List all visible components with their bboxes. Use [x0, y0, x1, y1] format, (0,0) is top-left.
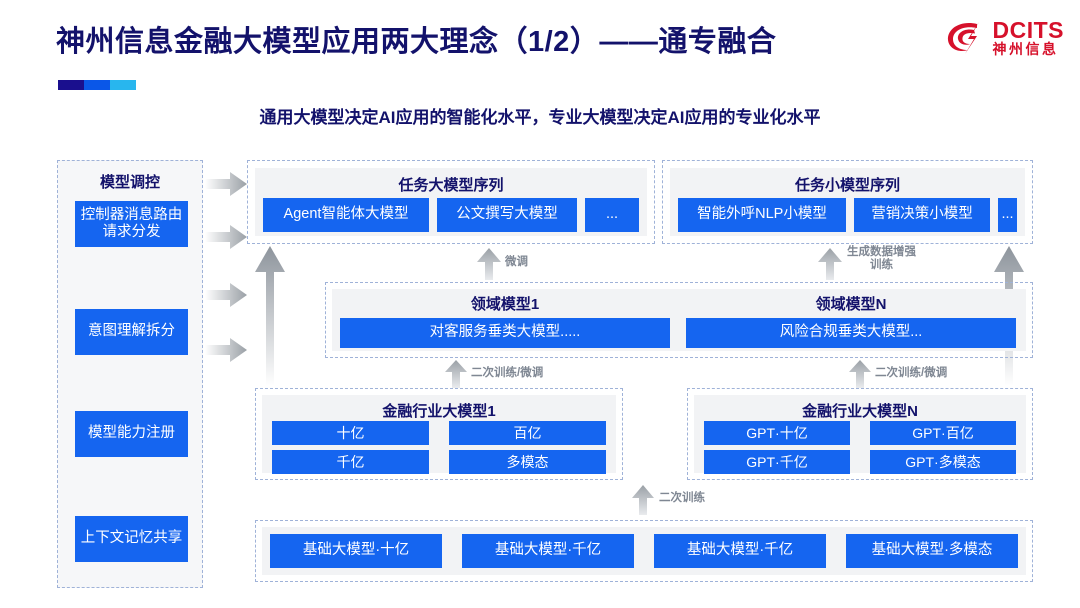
- task-box-agent[interactable]: Agent智能体大模型: [263, 198, 429, 232]
- foundation-box-billion[interactable]: 基础大模型·十亿: [270, 534, 442, 568]
- arrow-right-4: [205, 338, 247, 362]
- task-small-model-row: 智能外呼NLP小模型 营销决策小模型 ...: [678, 198, 1017, 232]
- industry-model-n-grid: GPT·十亿 GPT·百亿 GPT·千亿 GPT·多模态: [704, 421, 1016, 474]
- foundation-model-group: 基础大模型·十亿 基础大模型·千亿 基础大模型·千亿 基础大模型·多模态: [255, 520, 1033, 582]
- model-stack-flow: 任务大模型序列 Agent智能体大模型 公文撰写大模型 ... 任务小模型序列 …: [247, 160, 1033, 588]
- foundation-model-row: 基础大模型·十亿 基础大模型·千亿 基础大模型·千亿 基础大模型·多模态: [262, 534, 1026, 568]
- industry-model-1-grid: 十亿 百亿 千亿 多模态: [272, 421, 606, 474]
- task-large-model-inner: 任务大模型序列 Agent智能体大模型 公文撰写大模型 ...: [255, 168, 647, 236]
- task-large-model-title: 任务大模型序列: [398, 177, 504, 194]
- industry-model-n-group: 金融行业大模型N GPT·十亿 GPT·百亿 GPT·千亿 GPT·多模态: [687, 388, 1033, 480]
- industry-1-box-billion[interactable]: 十亿: [272, 421, 429, 445]
- underline-segment-cyan: [110, 80, 136, 90]
- industry-model-1-inner: 金融行业大模型1 十亿 百亿 千亿 多模态: [262, 395, 616, 474]
- arrow-right-1: [205, 172, 247, 196]
- task-small-model-group: 任务小模型序列 智能外呼NLP小模型 营销决策小模型 ...: [662, 160, 1033, 244]
- underline-segment-blue: [84, 80, 110, 90]
- sidebar-item-intent-parsing[interactable]: 意图理解拆分: [75, 309, 188, 355]
- domain-model-1-box[interactable]: 对客服务垂类大模型.....: [340, 318, 670, 348]
- domain-model-inner: 领域模型1 对客服务垂类大模型..... 领域模型N 风险合规垂类大模型...: [332, 289, 1026, 351]
- industry-model-1-title: 金融行业大模型1: [382, 403, 496, 420]
- task-large-model-group: 任务大模型序列 Agent智能体大模型 公文撰写大模型 ...: [247, 160, 655, 244]
- foundation-model-inner: 基础大模型·十亿 基础大模型·千亿 基础大模型·千亿 基础大模型·多模态: [262, 527, 1026, 575]
- domain-model-1: 领域模型1 对客服务垂类大模型.....: [340, 293, 670, 353]
- arrow-label-fine-tune: 微调: [505, 256, 528, 268]
- domain-model-n: 领域模型N 风险合规垂类大模型...: [686, 293, 1016, 353]
- industry-model-1-group: 金融行业大模型1 十亿 百亿 千亿 多模态: [255, 388, 623, 480]
- arrow-up-retrain: [632, 485, 654, 515]
- task-box-outbound-nlp[interactable]: 智能外呼NLP小模型: [678, 198, 846, 232]
- task-box-document-writing[interactable]: 公文撰写大模型: [437, 198, 577, 232]
- underline-segment-dark: [58, 80, 84, 90]
- company-logo: DCITS 神州信息: [944, 18, 1065, 58]
- arrow-up-fine-tune: [477, 248, 501, 280]
- dcits-swirl-icon: [944, 18, 986, 58]
- foundation-box-hundred-billion-2[interactable]: 基础大模型·千亿: [654, 534, 826, 568]
- arrow-label-retrain-tune-right: 二次训练/微调: [875, 367, 948, 379]
- task-large-model-row: Agent智能体大模型 公文撰写大模型 ...: [263, 198, 639, 232]
- industry-model-n-title: 金融行业大模型N: [802, 403, 918, 420]
- foundation-box-multimodal[interactable]: 基础大模型·多模态: [846, 534, 1018, 568]
- page-subtitle: 通用大模型决定AI应用的智能化水平，专业大模型决定AI应用的专业化水平: [259, 108, 821, 127]
- logo-text-en: DCITS: [992, 16, 1064, 43]
- page-title: 神州信息金融大模型应用两大理念（1/2）——通专融合: [56, 26, 777, 58]
- industry-n-box-ten-billion[interactable]: GPT·百亿: [870, 421, 1016, 445]
- industry-n-box-multimodal[interactable]: GPT·多模态: [870, 450, 1016, 474]
- sidebar-item-capability-registry[interactable]: 模型能力注册: [75, 411, 188, 457]
- model-control-title: 模型调控: [99, 174, 160, 191]
- arrow-right-2: [205, 225, 247, 249]
- task-box-marketing-decision[interactable]: 营销决策小模型: [854, 198, 990, 232]
- arrow-up-retrain-right: [849, 360, 871, 388]
- industry-1-box-ten-billion[interactable]: 百亿: [449, 421, 606, 445]
- arrow-up-data-augment: [818, 248, 842, 280]
- domain-model-n-box[interactable]: 风险合规垂类大模型...: [686, 318, 1016, 348]
- industry-1-box-hundred-billion[interactable]: 千亿: [272, 450, 429, 474]
- domain-model-n-title: 领域模型N: [815, 296, 887, 313]
- arrow-up-tall-left: [255, 246, 285, 386]
- industry-1-box-multimodal[interactable]: 多模态: [449, 450, 606, 474]
- task-box-more-large[interactable]: ...: [585, 198, 639, 232]
- title-underline-bar: [58, 80, 136, 90]
- domain-model-1-title: 领域模型1: [470, 296, 540, 313]
- foundation-box-hundred-billion-1[interactable]: 基础大模型·千亿: [462, 534, 634, 568]
- arrow-label-data-augment: 生成数据增强 训练: [847, 246, 916, 272]
- task-small-model-inner: 任务小模型序列 智能外呼NLP小模型 营销决策小模型 ...: [670, 168, 1025, 236]
- sidebar-item-controller-routing[interactable]: 控制器消息路由请求分发: [75, 201, 188, 247]
- industry-model-n-inner: 金融行业大模型N GPT·十亿 GPT·百亿 GPT·千亿 GPT·多模态: [694, 395, 1026, 474]
- task-box-more-small[interactable]: ...: [998, 198, 1017, 232]
- arrow-label-retrain-tune-left: 二次训练/微调: [471, 367, 544, 379]
- logo-text-cn: 神州信息: [992, 40, 1059, 57]
- arrow-label-retrain: 二次训练: [659, 492, 705, 504]
- task-small-model-title: 任务小模型序列: [794, 177, 900, 194]
- arrow-right-3: [205, 283, 247, 307]
- industry-n-box-hundred-billion[interactable]: GPT·千亿: [704, 450, 850, 474]
- industry-n-box-billion[interactable]: GPT·十亿: [704, 421, 850, 445]
- arrow-up-retrain-left: [445, 360, 467, 388]
- domain-model-group: 领域模型1 对客服务垂类大模型..... 领域模型N 风险合规垂类大模型...: [325, 282, 1033, 358]
- model-control-panel: 模型调控 控制器消息路由请求分发 意图理解拆分 模型能力注册 上下文记忆共享: [57, 160, 203, 588]
- sidebar-item-context-memory[interactable]: 上下文记忆共享: [75, 516, 188, 562]
